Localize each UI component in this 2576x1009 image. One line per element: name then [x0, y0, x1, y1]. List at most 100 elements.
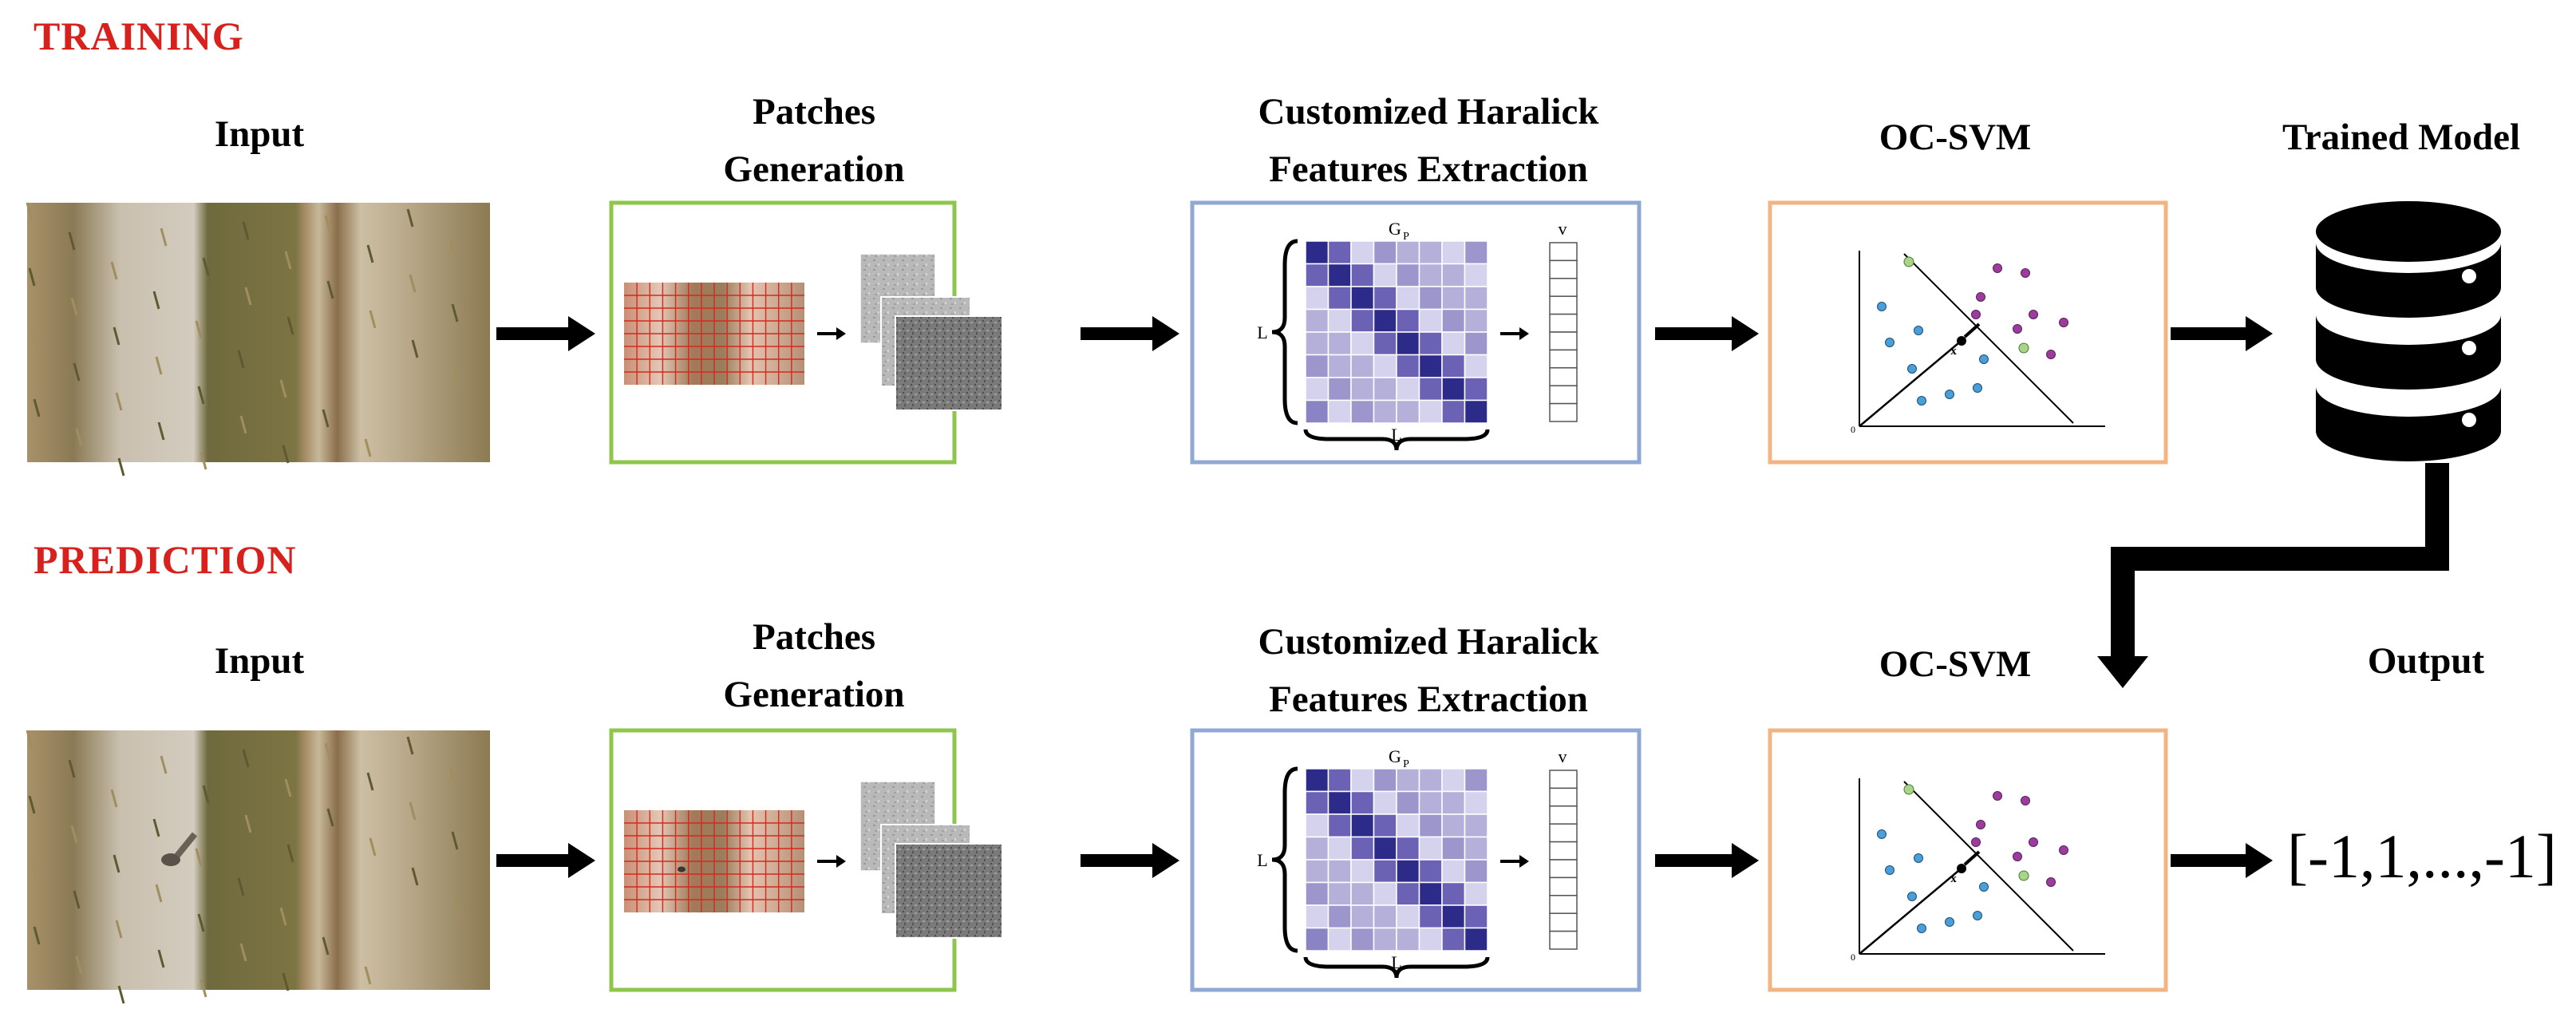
prediction-features-box-label-vector: v [1559, 746, 1567, 766]
prediction-features-box-matrix-cell [1418, 927, 1443, 952]
prediction-patches-title-line-1: Patches [752, 616, 875, 658]
prediction-input-image-grass [75, 956, 83, 975]
prediction-input-image [26, 730, 490, 1004]
training-input-image-grass [411, 339, 419, 358]
prediction-features-box-matrix-cell [1418, 904, 1443, 929]
training-input-image-grass [30, 333, 38, 352]
prediction-ocsvm-box-outlier-point [1993, 791, 2002, 801]
training-arrow-4-head [2246, 316, 2273, 351]
training-arrow-4-shaft [2171, 327, 2250, 340]
prediction-features-box-matrix-cell [1441, 904, 1466, 929]
training-input-image-grass [324, 215, 332, 234]
prediction-input-image-grass [324, 742, 332, 762]
prediction-features-box-vector-cell [1549, 859, 1578, 879]
training-features-box-matrix-cell [1418, 286, 1443, 311]
prediction-features-box-vector-cell [1549, 876, 1578, 896]
training-features-box-matrix-cell [1396, 286, 1420, 311]
training-ocsvm-box-x-point [1957, 336, 1966, 346]
training-section-label: TRAINING [34, 14, 244, 58]
database-icon-light [2462, 341, 2476, 355]
training-features-box-matrix-cell [1373, 331, 1397, 356]
training-features-box-matrix-cell [1418, 263, 1443, 287]
training-input-image-grass [28, 267, 36, 287]
training-ocsvm-box-outlier-point [2059, 318, 2068, 327]
training-features-box-matrix-cell [1396, 331, 1420, 356]
prediction-features-box-matrix-cell [1350, 859, 1375, 884]
training-patches-title-line-2: Generation [723, 148, 905, 190]
training-ocsvm-box-origin-label: 0 [1851, 424, 1855, 435]
training-ocsvm-box-normal-line [1859, 342, 1959, 427]
training-input-image-grass [75, 428, 83, 447]
prediction-features-box-matrix-cell [1350, 881, 1375, 906]
prediction-ocsvm-box-outlier-point [2021, 796, 2030, 805]
prediction-input-image-grass [406, 736, 414, 755]
training-features-box-matrix-cell [1327, 399, 1352, 424]
prediction-input-image-grass [26, 730, 34, 749]
prediction-input-image-grass [282, 972, 290, 991]
training-features-box-label-left: L [1257, 322, 1267, 342]
training-features-box-small-arrow-head [1519, 327, 1529, 340]
prediction-features-box-matrix-cell [1464, 904, 1488, 929]
training-arrow-3-shaft [1655, 327, 1736, 340]
prediction-features-box-bottom-brace [1303, 956, 1490, 979]
prediction-input-image-bird [161, 853, 180, 866]
training-features-box-vector-cell [1549, 259, 1578, 279]
training-ocsvm-box-inlier-point [1914, 326, 1923, 335]
training-input-image-grass [284, 251, 292, 270]
training-features-box-matrix-cell [1418, 354, 1443, 378]
prediction-input-image-grass [237, 877, 245, 896]
prediction-input-image-grass [242, 749, 250, 768]
prediction-features-box-matrix-cell [1418, 790, 1443, 815]
prediction-ocsvm-box-inlier-point [1907, 892, 1917, 901]
prediction-input-image-grass [453, 896, 461, 916]
training-ocsvm-box-inlier-point [1917, 396, 1926, 406]
prediction-patches-title: Patches Generation [630, 608, 998, 723]
training-input-image-grass [202, 257, 210, 276]
prediction-arrow-2-head [1152, 843, 1179, 878]
training-ocsvm-box-outlier-point [1971, 310, 1981, 319]
training-features-box-matrix-cell [1464, 308, 1488, 333]
prediction-features-box-matrix-cell [1396, 813, 1420, 838]
prediction-ocsvm-box-outlier-point [2059, 845, 2068, 855]
prediction-features-box-small-arrow-head [1519, 855, 1529, 868]
training-input-image-grass [33, 398, 41, 417]
training-patches-box [609, 200, 1003, 465]
prediction-features-box-matrix-cell [1373, 768, 1397, 793]
training-arrow-2 [1081, 316, 1179, 351]
prediction-features-box-matrix-cell [1373, 836, 1397, 861]
prediction-ocsvm-box-support-vector [1903, 784, 1914, 795]
prediction-features-box [1190, 728, 1642, 992]
prediction-features-box-matrix-cell [1418, 836, 1443, 861]
training-features-box-matrix-cell [1305, 240, 1329, 265]
prediction-features-box-matrix-cell [1418, 859, 1443, 884]
training-input-image-grass [200, 451, 207, 470]
prediction-features-box-matrix-cell [1373, 813, 1397, 838]
training-features-box-matrix-cell [1350, 286, 1375, 311]
training-features-box-matrix-cell [1373, 308, 1397, 333]
prediction-features-box-matrix-cell [1373, 927, 1397, 952]
prediction-input-image-grass [239, 943, 247, 962]
prediction-patches-box-small-arrow [817, 860, 838, 863]
prediction-arrow-2-shaft [1081, 854, 1157, 867]
prediction-ocsvm-box-inlier-point [1917, 924, 1926, 933]
training-input-image-grass [73, 362, 81, 382]
prediction-input-image-grass [200, 979, 207, 998]
prediction-output-value: [-1,1,...,-1] [2287, 821, 2557, 891]
prediction-features-box-matrix-cell [1464, 768, 1488, 793]
prediction-input-image-bird-tail [174, 832, 198, 858]
prediction-ocsvm-box-inlier-point [1979, 882, 1989, 892]
training-features-box-vector-cell [1549, 367, 1578, 386]
training-ocsvm-box-inlier-point [1945, 390, 1954, 399]
training-features-box-matrix-cell [1441, 354, 1466, 378]
training-features-box-matrix-cell [1396, 240, 1420, 265]
prediction-features-box-matrix-cell [1350, 836, 1375, 861]
prediction-input-image-grass [244, 814, 252, 833]
prediction-ocsvm-box-x-label: x [1950, 872, 1957, 885]
prediction-input-image-grass [70, 825, 78, 844]
prediction-ocsvm-box-origin-label: 0 [1851, 952, 1855, 963]
training-features-box-label-vector: v [1559, 219, 1567, 239]
prediction-input-image-grass [33, 926, 41, 945]
prediction-ocsvm-box-normal-line [1859, 870, 1959, 955]
training-features-box-label-top-sub: P [1403, 231, 1409, 243]
prediction-features-box-matrix-cell [1396, 836, 1420, 861]
